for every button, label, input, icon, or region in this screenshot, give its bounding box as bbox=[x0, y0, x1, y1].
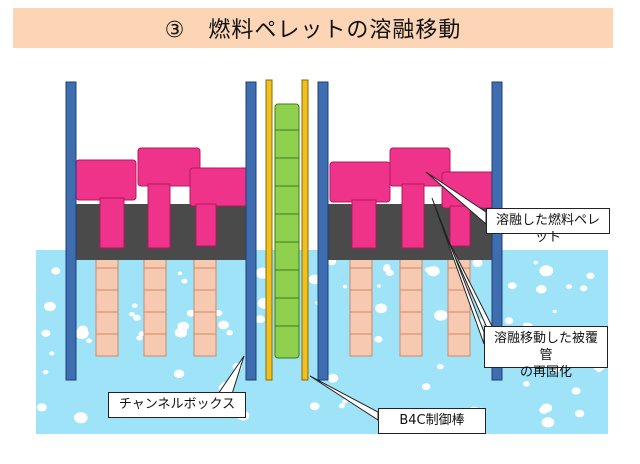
steam-bubble bbox=[421, 383, 431, 390]
right-melted-pellets bbox=[329, 147, 497, 249]
steam-bubble bbox=[309, 402, 320, 411]
steam-bubble bbox=[78, 325, 88, 334]
steam-bubble bbox=[214, 310, 223, 316]
callout-control-rod: B4C制御棒 bbox=[378, 408, 486, 434]
pellet-stem bbox=[401, 183, 425, 249]
pellet-stem bbox=[449, 205, 471, 247]
steam-bubble bbox=[437, 364, 444, 370]
steam-bubble bbox=[375, 303, 388, 314]
right-fuel-rods bbox=[349, 247, 471, 357]
steam-bubble bbox=[37, 403, 47, 412]
steam-bubble bbox=[131, 303, 138, 309]
steam-bubble bbox=[596, 367, 602, 373]
steam-bubble bbox=[507, 282, 517, 290]
control-rod-sheath bbox=[301, 79, 309, 381]
channel-box-wall bbox=[317, 81, 329, 381]
steam-bubble bbox=[522, 381, 530, 387]
callout-melted-cladding-line1: 溶融移動した被覆管 bbox=[493, 331, 598, 363]
steam-bubble bbox=[536, 285, 547, 294]
channel-box-wall bbox=[245, 81, 257, 381]
callout-channel-box: チャンネルボックス bbox=[108, 392, 246, 418]
steam-bubble bbox=[181, 278, 188, 284]
steam-bubble bbox=[472, 259, 483, 267]
steam-bubble bbox=[133, 314, 141, 321]
channel-box-wall bbox=[65, 81, 77, 381]
fuel-rod bbox=[95, 247, 119, 357]
steam-bubble bbox=[523, 322, 528, 326]
steam-bubble bbox=[539, 265, 554, 277]
pellet-stem bbox=[147, 183, 171, 249]
pellet-blob bbox=[189, 167, 251, 207]
steam-bubble bbox=[138, 331, 145, 337]
steam-bubble bbox=[580, 285, 588, 292]
steam-bubble bbox=[226, 330, 233, 336]
steam-bubble bbox=[385, 269, 394, 276]
steam-bubble bbox=[374, 336, 383, 343]
pellet-blob bbox=[329, 161, 391, 203]
pellet-stem bbox=[195, 203, 217, 247]
steam-bubble bbox=[41, 329, 51, 337]
left-fuel-assembly bbox=[65, 81, 257, 381]
right-fuel-assembly bbox=[317, 81, 503, 381]
steam-bubble bbox=[177, 271, 183, 276]
callout-channel-box-text: チャンネルボックス bbox=[118, 397, 236, 412]
left-melted-pellets bbox=[75, 147, 251, 249]
pellet-stem bbox=[351, 199, 377, 249]
steam-bubble bbox=[552, 309, 557, 314]
control-rod bbox=[265, 79, 309, 381]
fuel-rod bbox=[193, 247, 217, 357]
steam-bubble bbox=[51, 267, 61, 275]
callout-melted-pellet-text: 溶融した燃料ペレット bbox=[495, 213, 600, 245]
callout-pointers bbox=[217, 171, 495, 421]
steam-bubble bbox=[586, 272, 595, 279]
steam-bubble bbox=[173, 369, 185, 378]
callout-melted-cladding-line2: の再固化 bbox=[519, 365, 572, 380]
callout-melted-cladding: 溶融移動した被覆管 の再固化 bbox=[484, 326, 608, 380]
steam-bubble bbox=[571, 387, 581, 395]
steam-bubble bbox=[342, 285, 348, 289]
callout-control-rod-text: B4C制御棒 bbox=[399, 413, 465, 428]
steam-bubble bbox=[424, 267, 431, 272]
steam-bubble bbox=[342, 399, 348, 404]
steam-bubble bbox=[377, 284, 381, 288]
pellet-stem bbox=[99, 197, 125, 249]
left-fuel-rods bbox=[95, 247, 217, 357]
b4c-absorber bbox=[274, 103, 300, 359]
control-rod-sheath bbox=[265, 79, 273, 381]
fuel-rod bbox=[349, 247, 373, 357]
steam-bubble bbox=[74, 412, 88, 424]
steam-bubble bbox=[504, 317, 514, 325]
steam-bubble bbox=[434, 310, 448, 321]
fuel-rod bbox=[143, 247, 167, 357]
steam-bubble bbox=[574, 409, 585, 418]
steam-bubble bbox=[338, 403, 345, 409]
steam-bubble bbox=[49, 351, 55, 356]
steam-bubble bbox=[327, 373, 339, 383]
title-bar: ③ 燃料ペレットの溶融移動 bbox=[13, 8, 613, 48]
pellet-blob bbox=[389, 147, 451, 187]
steam-bubble bbox=[136, 335, 143, 341]
page-title: ③ 燃料ペレットの溶融移動 bbox=[164, 18, 462, 43]
pellet-blob bbox=[75, 159, 137, 201]
steam-bubble bbox=[566, 284, 572, 290]
steam-bubble bbox=[86, 338, 92, 344]
steam-bubble bbox=[255, 315, 265, 324]
steam-bubble bbox=[541, 417, 555, 428]
steam-bubble bbox=[186, 309, 196, 317]
steam-bubble bbox=[174, 327, 188, 338]
callout-melted-pellet: 溶融した燃料ペレット bbox=[486, 208, 610, 245]
steam-bubble bbox=[539, 406, 549, 414]
fuel-rod bbox=[399, 247, 423, 357]
steam-bubble bbox=[533, 260, 538, 265]
steam-bubble bbox=[218, 320, 230, 330]
steam-bubble bbox=[44, 301, 56, 312]
steam-bubble bbox=[129, 312, 135, 317]
steam-bubble bbox=[42, 370, 49, 375]
